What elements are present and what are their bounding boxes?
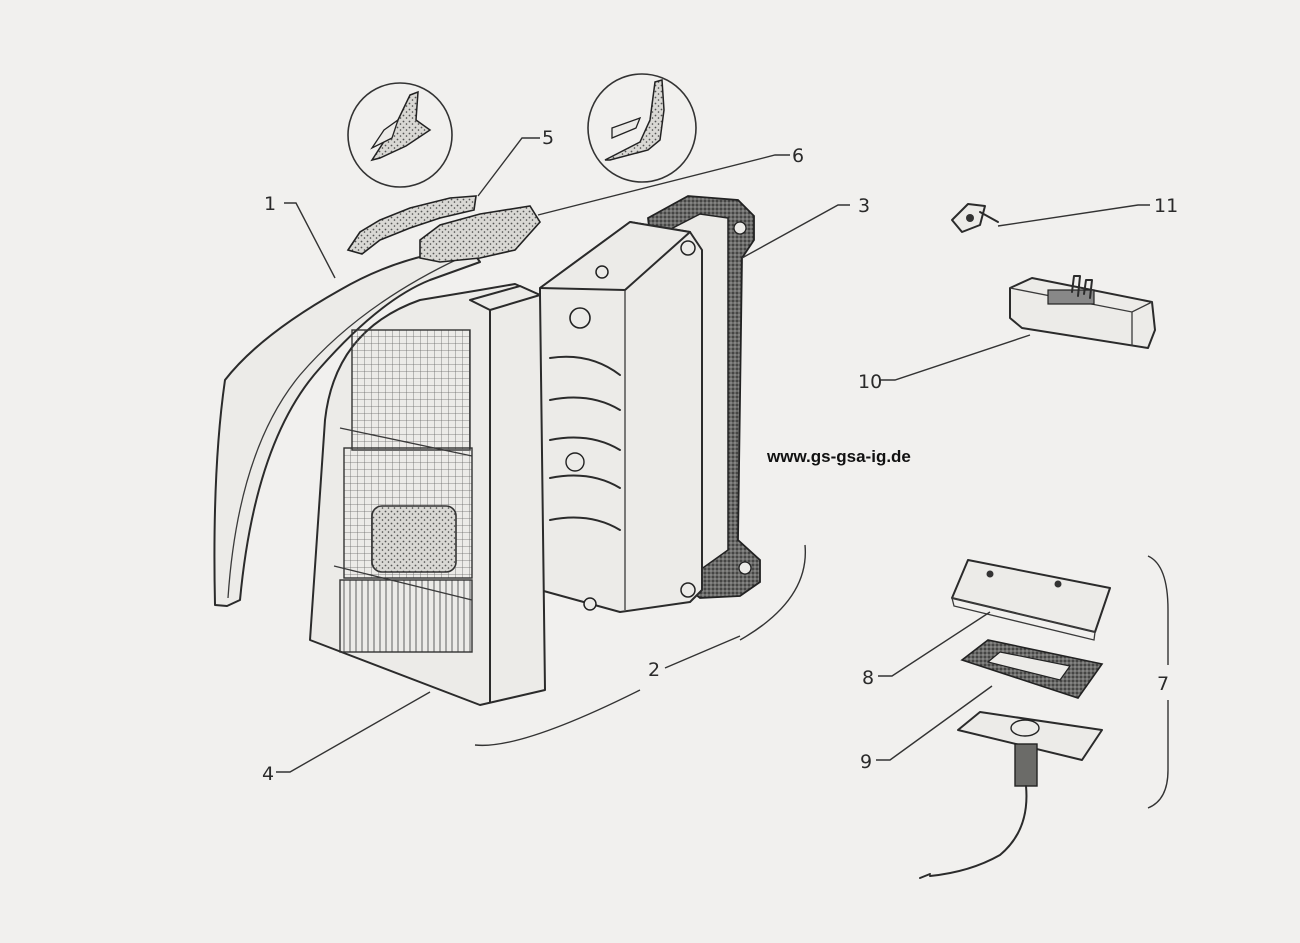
part-10-connector (1009, 275, 1156, 349)
bracket-7 (1147, 555, 1169, 809)
leader-5 (477, 137, 540, 197)
leader-2 (664, 635, 741, 669)
website-watermark: www.gs-gsa-ig.de (766, 447, 911, 466)
leader-11 (997, 204, 1150, 227)
callout-7: 7 (1157, 673, 1169, 695)
part-9-gasket (960, 639, 1104, 699)
callout-3: 3 (858, 195, 870, 217)
leader-1 (284, 202, 336, 279)
part-6-seal (419, 205, 541, 263)
part-11-clip (951, 203, 999, 233)
callout-6: 6 (792, 145, 804, 167)
leader-9 (876, 685, 993, 761)
callout-9: 9 (860, 751, 872, 773)
leader-6 (537, 154, 790, 216)
part-2-housing (539, 221, 703, 613)
leader-8 (878, 611, 991, 677)
detail-circle-6 (587, 73, 697, 183)
callout-10: 10 (858, 371, 882, 393)
part-1-trim-strip (213, 247, 481, 607)
callout-2: 2 (648, 659, 660, 681)
part-5-seal (346, 195, 477, 255)
part-8-cover (951, 559, 1111, 641)
part-7-socket-assembly (919, 711, 1103, 879)
part-4-lens (309, 283, 546, 706)
callout-11: 11 (1154, 195, 1178, 217)
callout-4: 4 (262, 763, 274, 785)
bracket-2 (474, 544, 807, 747)
callout-1: 1 (264, 193, 276, 215)
leader-3 (741, 204, 850, 259)
callout-5: 5 (542, 127, 554, 149)
callout-8: 8 (862, 667, 874, 689)
leader-10 (880, 334, 1031, 381)
detail-circle-5 (347, 82, 453, 188)
leader-4 (276, 691, 431, 773)
